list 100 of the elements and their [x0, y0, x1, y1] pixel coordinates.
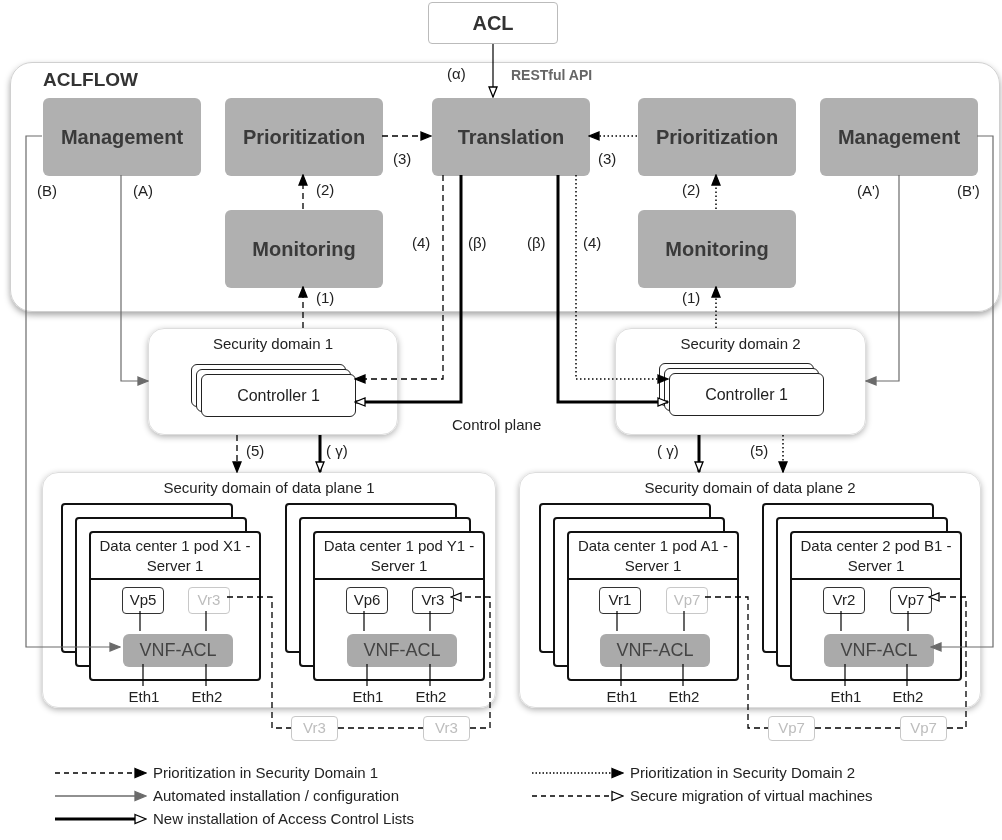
- container-title: Security domain 1: [212, 334, 334, 354]
- arrow: [381, 131, 432, 141]
- port-label: Eth2: [187, 687, 227, 707]
- arrow: [778, 434, 788, 473]
- card-title: Data center 1 pod A1 - Server 1: [576, 535, 730, 576]
- arrow: [711, 286, 721, 329]
- container-title: ACLFLOW: [43, 68, 138, 92]
- edge-label: (3): [393, 149, 412, 169]
- vm-box: Vp7: [666, 587, 708, 614]
- card-title: Data center 2 pod B1 - Server 1: [799, 535, 953, 576]
- vm-box: Vr3: [423, 716, 470, 741]
- vm-box: Vp5: [122, 587, 164, 614]
- edge-label: (4): [583, 233, 602, 253]
- connector-line: [205, 610, 207, 632]
- legend-text: New installation of Access Control Lists: [153, 809, 414, 829]
- arrow: [298, 174, 308, 210]
- arrow: [25, 135, 121, 652]
- legend-text: Prioritization in Security Domain 2: [630, 763, 856, 783]
- edge-label: (B): [37, 181, 57, 201]
- domain-container: [519, 472, 981, 708]
- port-label: Eth1: [826, 687, 866, 707]
- arrow: [450, 592, 491, 729]
- connector-line: [226, 596, 292, 729]
- port-label: Eth2: [664, 687, 704, 707]
- connector-line: [840, 610, 842, 632]
- arrow: [354, 175, 463, 407]
- vnf-box: VNF-ACL: [123, 634, 233, 667]
- domain-container: [615, 328, 866, 435]
- module-box: Monitoring: [638, 210, 796, 288]
- connector-line: [906, 663, 908, 687]
- arrow: [930, 135, 994, 652]
- controller-box: Controller 1: [669, 373, 824, 416]
- edge-label: (α): [447, 64, 466, 84]
- container-title: Security domain of data plane 2: [644, 478, 856, 498]
- edge-label: (5): [246, 441, 265, 461]
- connector-line: [366, 663, 368, 687]
- connector-line: [907, 610, 909, 632]
- framework-container: [10, 62, 1000, 312]
- interface-label: RESTful API: [511, 66, 593, 85]
- connector-line: [337, 727, 424, 729]
- edge-label: (A'): [857, 181, 880, 201]
- legend-text: Automated installation / configuration: [153, 786, 399, 806]
- vnf-box: VNF-ACL: [347, 634, 457, 667]
- container-title: Security domain of data plane 1: [163, 478, 375, 498]
- vm-box: Vp7: [900, 716, 947, 741]
- server-card: [790, 531, 962, 681]
- module-box: Monitoring: [225, 210, 383, 288]
- domain-container: [42, 472, 496, 708]
- legend-text: Prioritization in Security Domain 1: [153, 763, 379, 783]
- vm-box: Vp6: [346, 587, 388, 614]
- legend-text: Secure migration of virtual machines: [630, 786, 873, 806]
- server-card: [567, 531, 739, 681]
- input-box: ACL: [428, 2, 558, 44]
- connector-line: [814, 727, 901, 729]
- edge-label: (B'): [957, 181, 980, 201]
- arrow: [588, 131, 638, 141]
- edge-label: (1): [316, 288, 335, 308]
- edge-label: (β): [527, 233, 546, 253]
- controller-box: Controller 1: [201, 374, 356, 417]
- arrow: [298, 286, 308, 329]
- vm-box: Vr3: [291, 716, 338, 741]
- vm-box: Vr1: [599, 587, 641, 614]
- connector-line: [683, 610, 685, 632]
- connector-line: [620, 663, 622, 687]
- connector-line: [429, 610, 431, 632]
- module-box: Management: [43, 98, 201, 176]
- container-title: Security domain 2: [680, 334, 801, 354]
- edge-label: (A): [133, 181, 153, 201]
- arrow: [928, 592, 967, 729]
- port-label: Eth1: [602, 687, 642, 707]
- edge-label: (1): [682, 288, 701, 308]
- vm-box: Vr3: [412, 587, 454, 614]
- vm-box: Vr3: [188, 587, 230, 614]
- edge-label: (3): [598, 149, 617, 169]
- edge-label: (2): [316, 180, 335, 200]
- module-box: Prioritization: [225, 98, 383, 176]
- port-label: Eth1: [124, 687, 164, 707]
- card-title: Data center 1 pod X1 - Server 1: [98, 535, 252, 576]
- vm-box: Vp7: [768, 716, 815, 741]
- card-title: Data center 1 pod Y1 - Server 1: [322, 535, 476, 576]
- connector-line: [139, 610, 141, 632]
- edge-label: ( γ): [326, 441, 348, 461]
- arrow: [556, 175, 669, 407]
- connector-line: [429, 663, 431, 687]
- port-label: Eth1: [348, 687, 388, 707]
- edge-label: ( γ): [657, 441, 679, 461]
- arrow: [694, 435, 704, 473]
- vm-box: Vp7: [890, 587, 932, 614]
- arrow: [120, 174, 149, 386]
- module-box: Prioritization: [638, 98, 796, 176]
- edge-label: (4): [412, 233, 431, 253]
- domain-container: [148, 328, 398, 435]
- port-label: Eth2: [411, 687, 451, 707]
- edge-label: (2): [682, 180, 701, 200]
- arrow: [232, 434, 242, 473]
- module-box: Translation: [432, 98, 590, 176]
- vnf-box: VNF-ACL: [824, 634, 934, 667]
- arrow: [315, 435, 325, 473]
- arrow: [865, 174, 900, 386]
- server-card: [89, 531, 261, 681]
